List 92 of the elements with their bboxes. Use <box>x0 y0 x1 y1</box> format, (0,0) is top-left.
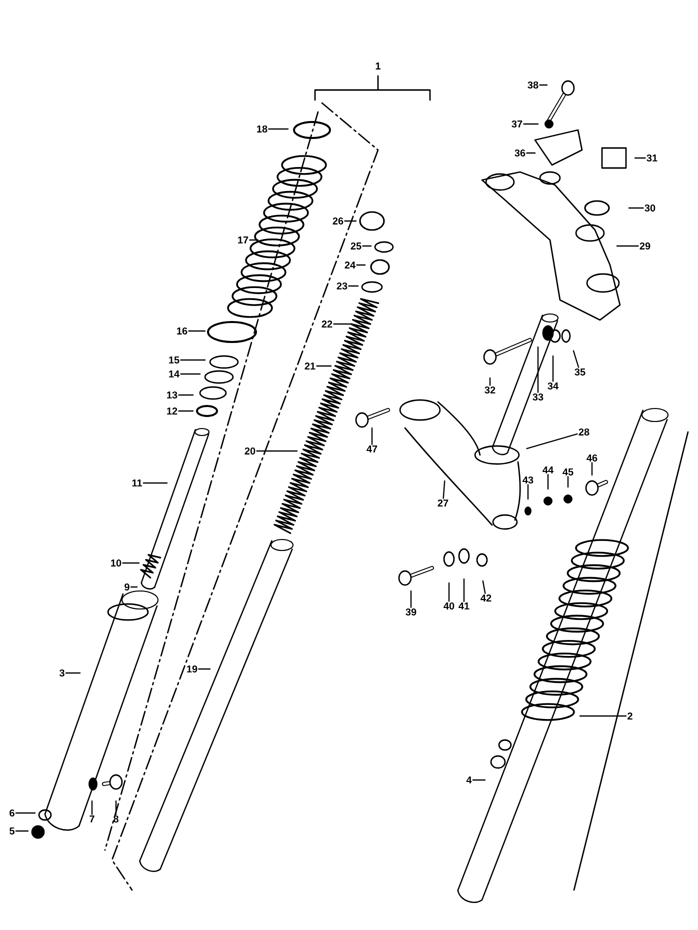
callout-number: 9 <box>124 583 130 591</box>
callout-number: 44 <box>542 466 554 474</box>
callout-number: 3 <box>59 669 64 677</box>
leader-line <box>526 433 578 450</box>
callout-number: 39 <box>406 608 416 616</box>
callout-number: 1 <box>376 62 380 70</box>
leader-line <box>178 410 194 412</box>
leader-line <box>572 350 580 368</box>
callout-number: 19 <box>187 665 198 673</box>
leader-line <box>537 346 539 393</box>
leader-line <box>442 480 446 499</box>
leader-line <box>362 245 372 247</box>
leader-line <box>482 580 486 594</box>
leader-line <box>115 800 117 815</box>
leader-line <box>122 562 140 564</box>
callout-number: 22 <box>322 320 332 328</box>
leader-line <box>567 476 569 488</box>
callout-number: 36 <box>514 149 526 157</box>
callout-number: 35 <box>574 368 586 376</box>
leader-line <box>523 123 539 125</box>
leader-line <box>180 359 206 361</box>
callout-number: 47 <box>366 446 378 452</box>
callout-number: 28 <box>578 428 590 436</box>
callout-number: 41 <box>458 602 470 610</box>
leader-line <box>15 812 36 814</box>
leader-line <box>178 394 194 396</box>
callout-number: 40 <box>444 602 454 610</box>
callout-number: 7 <box>90 816 94 822</box>
callout-number: 34 <box>548 382 558 390</box>
leader-line <box>249 239 259 241</box>
callout-number: 30 <box>644 204 656 212</box>
callout-number: 26 <box>332 217 344 225</box>
callout-number: 45 <box>562 468 574 476</box>
leader-line <box>15 830 29 832</box>
callout-number: 43 <box>522 476 534 484</box>
callout-number: 33 <box>532 393 544 401</box>
leader-line <box>356 264 366 266</box>
callout-number: 18 <box>257 125 268 133</box>
leader-line <box>344 220 357 222</box>
callout-number: 42 <box>480 594 492 602</box>
callout-number: 31 <box>646 154 658 162</box>
callout-number: 6 <box>10 809 14 817</box>
callout-number: 5 <box>10 828 14 834</box>
leader-line <box>547 474 549 490</box>
callout-number: 25 <box>350 242 362 250</box>
callout-number: 37 <box>512 120 522 128</box>
leader-line <box>634 157 646 159</box>
callout-number: 15 <box>169 356 180 364</box>
leader-line <box>410 590 412 608</box>
leader-line <box>142 482 168 484</box>
leader-line <box>579 715 627 717</box>
callout-number: 29 <box>640 242 650 250</box>
leader-line <box>348 285 359 287</box>
callout-number: 16 <box>177 327 188 335</box>
leader-line <box>489 377 491 386</box>
leader-line <box>371 427 373 445</box>
leader-line <box>130 586 138 588</box>
leader-line <box>65 672 81 674</box>
leader-line <box>526 152 536 154</box>
callout-number: 14 <box>169 370 180 378</box>
leader-line <box>552 355 554 382</box>
leader-line <box>91 800 93 815</box>
leader-line <box>616 245 639 247</box>
leader-line <box>527 484 529 500</box>
leader-line <box>628 207 644 209</box>
callout-number: 21 <box>304 362 316 370</box>
callout-number: 38 <box>528 81 538 89</box>
callout-number: 11 <box>132 480 142 486</box>
leader-line <box>268 128 289 130</box>
leader-line <box>188 330 206 332</box>
leader-line <box>472 779 486 781</box>
callout-number: 32 <box>484 386 496 394</box>
callout-number: 12 <box>167 408 178 414</box>
leader-line <box>448 582 450 602</box>
callout-number: 2 <box>628 712 632 720</box>
leader-line <box>591 462 593 476</box>
callout-number: 10 <box>111 559 122 567</box>
callout-number: 24 <box>344 262 356 268</box>
callout-number: 23 <box>336 282 348 290</box>
callout-number: 27 <box>438 500 448 506</box>
callout-number: 13 <box>167 391 178 399</box>
callout-number: 4 <box>466 776 472 784</box>
leader-line <box>333 323 352 325</box>
callout-number: 20 <box>244 447 256 455</box>
leader-line <box>463 578 465 602</box>
leader-line <box>198 668 211 670</box>
leader-line <box>539 84 548 86</box>
callout-number: 17 <box>238 236 248 244</box>
leader-line <box>180 373 201 375</box>
callout-number: 46 <box>586 454 598 462</box>
leader-line <box>316 365 332 367</box>
leader-line <box>256 450 298 452</box>
